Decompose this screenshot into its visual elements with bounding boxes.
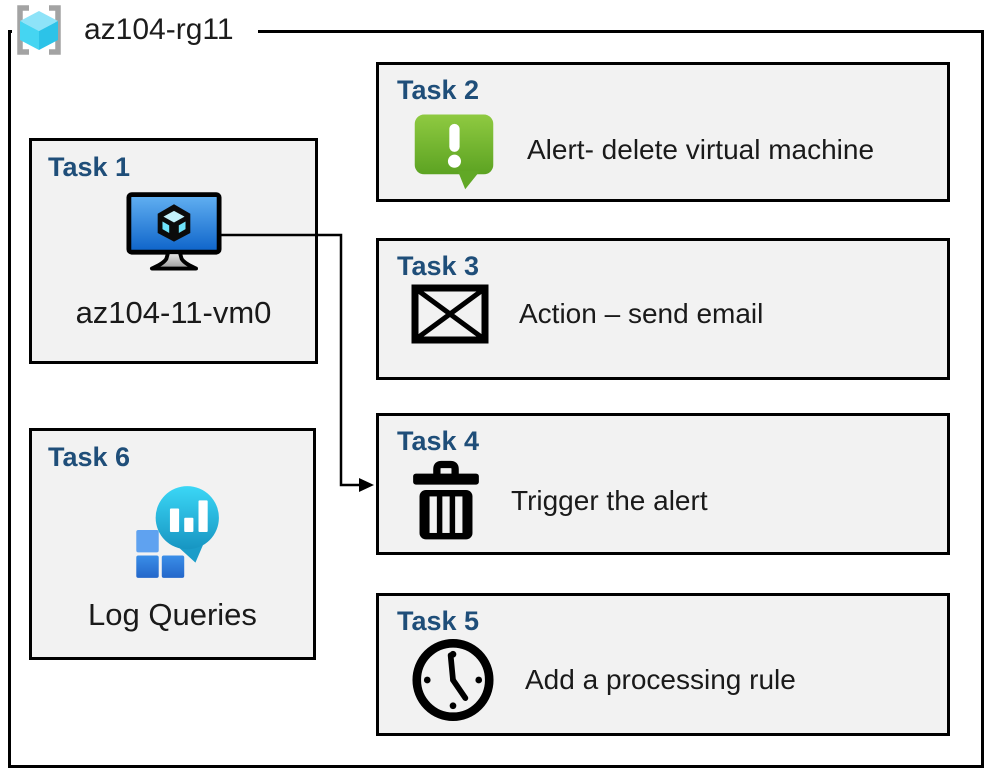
task1-label: az104-11-vm0 [75, 295, 272, 331]
trash-delete-icon [413, 461, 479, 540]
task6-box: Task 6 Log Q [29, 428, 316, 660]
task5-title: Task 5 [397, 606, 480, 636]
task1-icon-wrap [48, 191, 299, 275]
resource-group-header: az104-rg11 [12, 2, 258, 58]
task4-box: Task 4 Trigger the alert [376, 413, 950, 555]
task3-label: Action – send email [519, 298, 764, 330]
task3-title: Task 3 [397, 251, 480, 281]
task2-box: Task 2 Alert- delete virtual machine [376, 62, 950, 202]
resource-group-icon [17, 5, 61, 55]
task3-box: Task 3 Action – send email [376, 238, 950, 380]
task6-icon-wrap [48, 481, 297, 583]
task6-title: Task 6 [48, 442, 131, 472]
task4-label: Trigger the alert [511, 485, 708, 517]
task2-title: Task 2 [397, 75, 480, 105]
task1-title: Task 1 [48, 152, 131, 182]
clock-schedule-icon [412, 639, 494, 722]
virtual-machine-icon [125, 192, 222, 271]
log-analytics-icon [135, 486, 219, 579]
task2-label: Alert- delete virtual machine [527, 134, 875, 166]
alert-message-icon [414, 114, 494, 190]
task5-label: Add a processing rule [525, 664, 796, 696]
resource-group-name: az104-rg11 [84, 13, 234, 46]
task6-label: Log Queries [88, 597, 257, 633]
task5-box: Task 5 Add a processing rule [376, 593, 950, 736]
email-envelope-icon [411, 284, 489, 344]
task1-box: Task 1 [29, 138, 318, 364]
task4-title: Task 4 [397, 426, 480, 456]
